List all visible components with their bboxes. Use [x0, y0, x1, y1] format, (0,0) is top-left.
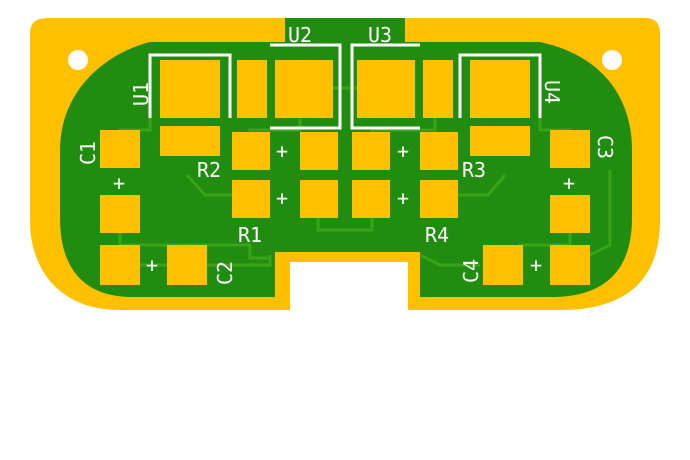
label-c1: C1 — [76, 141, 100, 165]
silk-u4-outline — [458, 53, 542, 118]
label-r1: R1 — [238, 223, 262, 247]
silk-u3-outline — [350, 43, 420, 130]
silk-u1-outline — [148, 53, 232, 118]
pad-u1-low — [160, 126, 220, 156]
label-r4: R4 — [425, 223, 449, 247]
label-u2: U2 — [288, 23, 312, 47]
pad-u1-side — [237, 60, 267, 118]
silkscreen-outlines — [148, 43, 542, 130]
pad-u1-main — [160, 60, 220, 118]
pad-c4-a — [483, 245, 523, 285]
pad-r4-b — [420, 180, 458, 218]
polarity-mark-c2: + — [146, 253, 158, 277]
polarity-mark-r4: + — [397, 186, 409, 210]
pad-r4-a — [352, 180, 390, 218]
label-u3: U3 — [368, 23, 392, 47]
pad-c1-b — [100, 195, 140, 233]
label-c2: C2 — [213, 261, 237, 285]
label-c3: C3 — [593, 135, 617, 159]
label-c4: C4 — [459, 259, 483, 283]
pad-u4-main — [470, 60, 530, 118]
trace — [419, 253, 480, 267]
pad-r2-b — [300, 132, 338, 170]
pad-c4-b — [550, 245, 590, 285]
polarity-mark-c4: + — [530, 253, 542, 277]
polarity-mark-c1: + — [113, 171, 125, 195]
pad-c1-a — [100, 130, 140, 168]
polarity-mark-r3: + — [397, 139, 409, 163]
label-u1: U1 — [129, 82, 153, 106]
label-r2: R2 — [197, 158, 221, 182]
pad-r1-a — [232, 180, 270, 218]
polarity-mark-c3: + — [563, 171, 575, 195]
polarity-mark-r2: + — [276, 139, 288, 163]
polarity-mark-r1: + — [276, 186, 288, 210]
pad-u3-side — [423, 60, 453, 118]
pad-u3-main — [357, 60, 415, 118]
silk-u2-outline — [270, 43, 342, 130]
mounting-hole-left — [68, 50, 88, 70]
pad-c2-a — [100, 245, 140, 285]
pad-u2-main — [275, 60, 333, 118]
pad-c3-a — [550, 130, 590, 168]
label-r3: R3 — [462, 158, 486, 182]
pad-u4-low — [470, 126, 530, 156]
label-u4: U4 — [540, 80, 564, 104]
trace — [118, 215, 268, 260]
pad-r2-a — [232, 132, 270, 170]
pad-r1-b — [300, 180, 338, 218]
pads — [100, 60, 590, 285]
pad-c3-b — [550, 195, 590, 233]
pad-r3-a — [352, 132, 390, 170]
pad-c2-b — [167, 245, 207, 285]
mounting-hole-right — [602, 50, 622, 70]
pad-r3-b — [420, 132, 458, 170]
trace — [589, 170, 612, 257]
